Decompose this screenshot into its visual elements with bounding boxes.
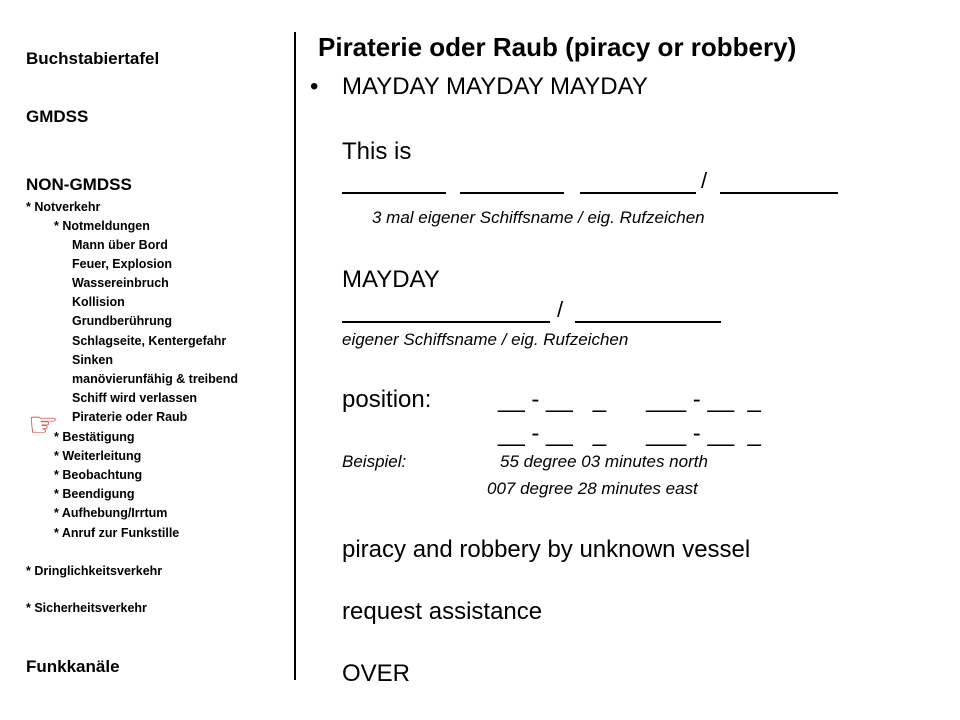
sidebar-item-notverkehr[interactable]: * Notverkehr: [26, 200, 101, 214]
sidebar-item-weiterleitung[interactable]: * Weiterleitung: [54, 449, 142, 463]
page-title: Piraterie oder Raub (piracy or robbery): [318, 32, 797, 62]
sidebar-item-kollision[interactable]: Kollision: [72, 295, 125, 309]
blank-ship-name-3: [580, 192, 696, 194]
mayday-call-text: MAYDAY MAYDAY MAYDAY: [342, 73, 648, 100]
sidebar-item-non-gmdss[interactable]: NON-GMDSS: [26, 175, 132, 194]
sidebar-item-buchstabiertafel[interactable]: Buchstabiertafel: [26, 49, 160, 68]
sidebar-item-aufhebung-irrtum[interactable]: * Aufhebung/Irrtum: [54, 506, 168, 520]
example-longitude: 007 degree 28 minutes east: [487, 479, 698, 498]
sidebar-item-manoevrierunfaehig[interactable]: manövierunfähig & treibend: [72, 372, 238, 386]
sidebar-item-piraterie-oder-raub[interactable]: Piraterie oder Raub: [72, 410, 188, 424]
mayday-text: MAYDAY: [342, 266, 440, 293]
example-latitude: 55 degree 03 minutes north: [500, 452, 708, 471]
sidebar-item-beendigung[interactable]: * Beendigung: [54, 487, 135, 501]
sidebar-item-bestaetigung[interactable]: * Bestätigung: [54, 430, 135, 444]
blank-ship-name: [342, 321, 550, 323]
blank-call-sign-2: [575, 321, 721, 323]
sidebar-item-mann-ueber-bord[interactable]: Mann über Bord: [72, 238, 168, 252]
sidebar-item-schiff-verlassen[interactable]: Schiff wird verlassen: [72, 391, 198, 405]
slash-separator-2: /: [557, 297, 564, 322]
sidebar-item-notmeldungen[interactable]: * Notmeldungen: [54, 219, 150, 233]
slash-separator: /: [701, 168, 708, 193]
position-blank-row-1: __ - __ _ ___ - __ _: [498, 386, 761, 413]
sidebar-item-dringlichkeitsverkehr[interactable]: * Dringlichkeitsverkehr: [26, 564, 163, 578]
request-assistance-text: request assistance: [342, 598, 543, 625]
sidebar-item-feuer-explosion[interactable]: Feuer, Explosion: [72, 257, 173, 271]
blank-ship-name-2: [460, 192, 564, 194]
sidebar-item-sinken[interactable]: Sinken: [72, 353, 113, 367]
sidebar-item-beobachtung[interactable]: * Beobachtung: [54, 468, 143, 482]
sidebar-item-grundberuehrung[interactable]: Grundberührung: [72, 314, 172, 328]
sidebar-item-sicherheitsverkehr[interactable]: * Sicherheitsverkehr: [26, 601, 147, 615]
position-blank-row-2: __ - __ _ ___ - __ _: [498, 420, 761, 447]
sidebar-item-wassereinbruch[interactable]: Wassereinbruch: [72, 276, 169, 290]
this-is-text: This is: [342, 138, 412, 165]
blank-call-sign: [720, 192, 838, 194]
example-label: Beispiel:: [342, 452, 407, 471]
sidebar-nav: Buchstabiertafel GMDSS NON-GMDSS * Notve…: [0, 0, 292, 720]
sidebar-item-anruf-funkstille[interactable]: * Anruf zur Funkstille: [54, 526, 180, 540]
sidebar-item-gmdss[interactable]: GMDSS: [26, 107, 89, 126]
over-text: OVER: [342, 660, 411, 687]
position-label: position:: [342, 386, 432, 413]
nature-of-distress-text: piracy and robbery by unknown vessel: [342, 536, 751, 563]
vertical-divider: [294, 32, 296, 680]
blank-ship-name-1: [342, 192, 446, 194]
pointing-hand-icon: ☞: [28, 405, 59, 445]
bullet-point: •: [310, 73, 319, 100]
sidebar-item-schlagseite[interactable]: Schlagseite, Kentergefahr: [72, 334, 227, 348]
caption-ship-name-call-sign-2: eigener Schiffsname / eig. Rufzeichen: [342, 330, 629, 349]
sidebar-item-funkkanaele[interactable]: Funkkanäle: [26, 657, 120, 676]
caption-ship-name-call-sign: 3 mal eigener Schiffsname / eig. Rufzeic…: [372, 208, 705, 227]
